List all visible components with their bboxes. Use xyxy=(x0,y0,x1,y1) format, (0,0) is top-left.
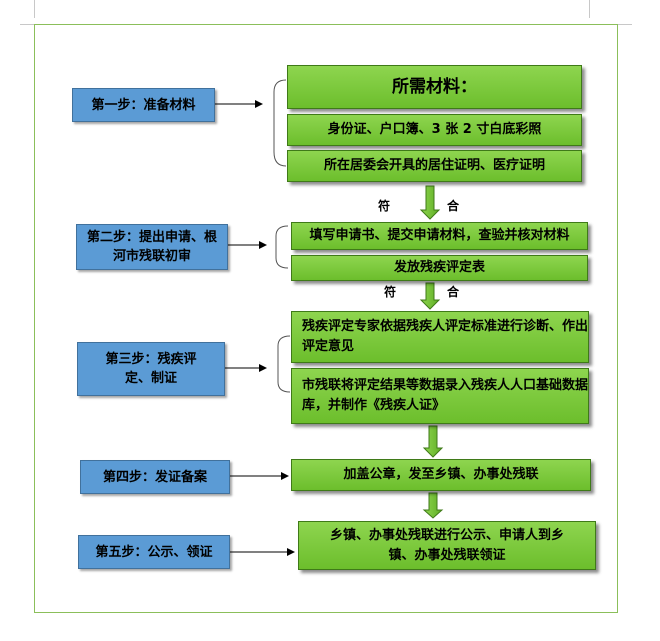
materials-item-2: 所在居委会开具的居住证明、医疗证明 xyxy=(323,158,545,173)
apply-text: 填写申请书、提交申请材料，查验并核对材料 xyxy=(309,228,570,243)
step-1-box: 第一步：准备材料 xyxy=(72,88,215,122)
fit-label-right: 合 xyxy=(447,199,460,213)
step-2-box: 第二步：提出申请、根河市残联初审 xyxy=(76,224,228,270)
seal-text: 加盖公章，发至乡镇、办事处残联 xyxy=(343,467,539,482)
materials-item-2-box: 所在居委会开具的居住证明、医疗证明 xyxy=(287,150,582,182)
publish-box: 乡镇、办事处残联进行公示、申请人到乡镇、办事处残联领证 xyxy=(298,521,596,570)
step-3-label: 第三步：残疾评定、制证 xyxy=(105,352,197,386)
issue-form-box: 发放残疾评定表 xyxy=(291,255,588,281)
evaluation-text: 残疾评定专家依据残疾人评定标准进行诊断、作出评定意见 xyxy=(302,319,589,354)
bracket-step2 xyxy=(275,225,289,269)
step-5-box: 第五步：公示、领证 xyxy=(78,535,230,569)
materials-header: 所需材料： xyxy=(392,77,477,97)
crop-mark xyxy=(20,24,34,25)
materials-header-box: 所需材料： xyxy=(287,65,582,109)
crop-mark xyxy=(618,24,632,25)
issue-form-text: 发放残疾评定表 xyxy=(393,260,485,275)
fit-label-right-2: 合 xyxy=(447,285,460,299)
step-4-box: 第四步：发证备案 xyxy=(80,460,230,494)
database-text: 市残联将评定结果等数据录入残疾人人口基础数据库，并制作《残疾人证》 xyxy=(302,378,589,413)
bracket-step1 xyxy=(273,79,287,167)
fit-label-left: 符 xyxy=(378,199,391,213)
fit-label-left-2: 符 xyxy=(384,285,397,299)
step-3-box: 第三步：残疾评定、制证 xyxy=(77,342,225,396)
step-2-label: 第二步：提出申请、根河市残联初审 xyxy=(87,230,218,264)
step-5-label: 第五步：公示、领证 xyxy=(95,544,213,560)
apply-box: 填写申请书、提交申请材料，查验并核对材料 xyxy=(291,222,588,250)
crop-mark xyxy=(589,0,590,18)
seal-box: 加盖公章，发至乡镇、办事处残联 xyxy=(291,459,591,491)
materials-item-1: 身份证、户口簿、3 张 2 寸白底彩照 xyxy=(327,122,542,137)
evaluation-box: 残疾评定专家依据残疾人评定标准进行诊断、作出评定意见 xyxy=(291,311,589,363)
step-4-label: 第四步：发证备案 xyxy=(102,469,207,485)
publish-text: 乡镇、办事处残联进行公示、申请人到乡镇、办事处残联领证 xyxy=(329,527,564,563)
materials-item-1-box: 身份证、户口簿、3 张 2 寸白底彩照 xyxy=(287,114,582,146)
down-arrow-2 xyxy=(419,282,441,310)
bracket-step3 xyxy=(277,335,291,393)
step-1-label: 第一步：准备材料 xyxy=(91,97,196,113)
down-arrow-1 xyxy=(419,185,441,220)
down-arrow-3 xyxy=(422,425,444,458)
diagram-frame xyxy=(34,24,618,613)
crop-mark xyxy=(34,0,35,18)
database-box: 市残联将评定结果等数据录入残疾人人口基础数据库，并制作《残疾人证》 xyxy=(291,368,589,424)
down-arrow-4 xyxy=(422,492,444,519)
